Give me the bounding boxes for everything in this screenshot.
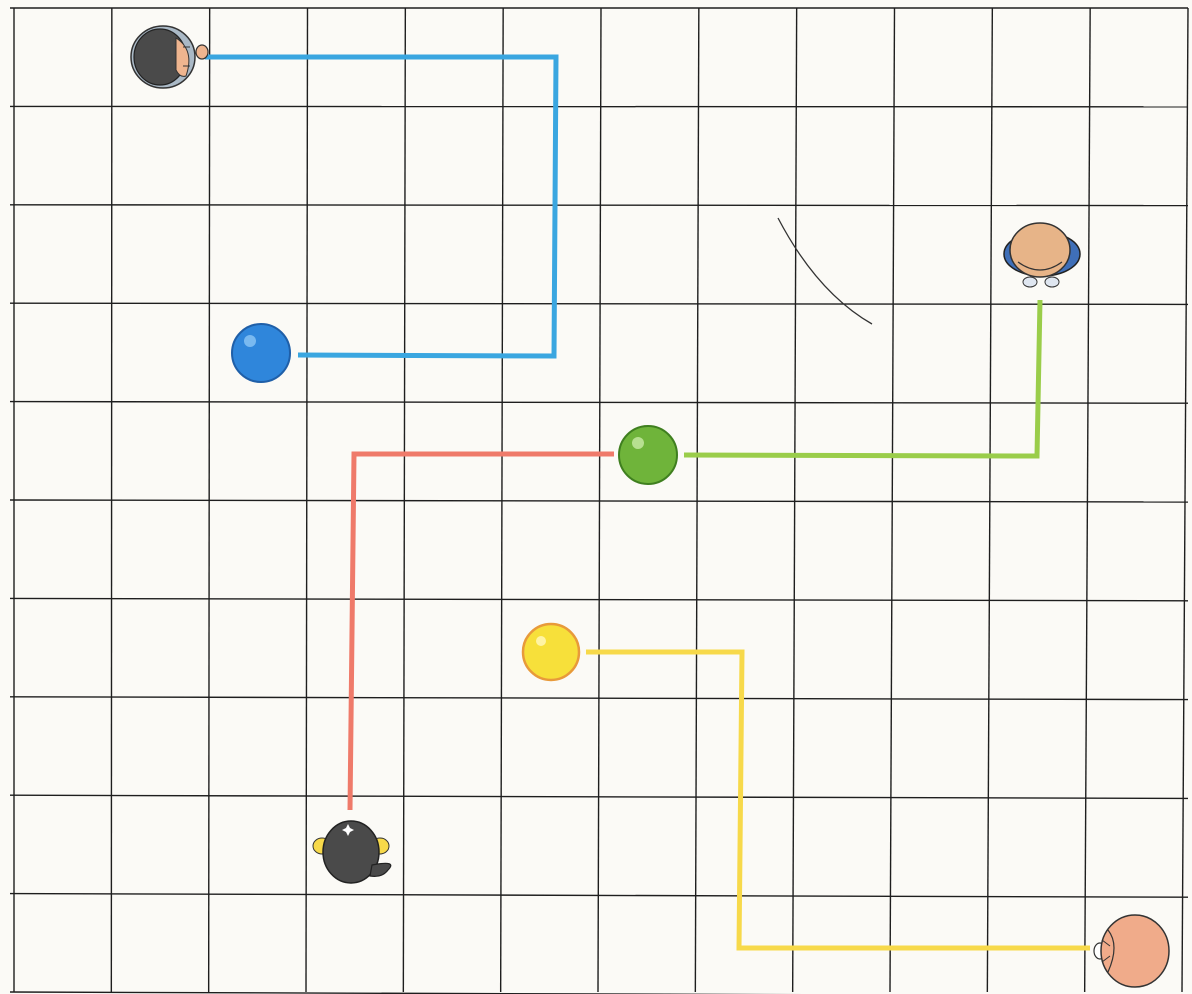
blue-ball[interactable]	[232, 324, 290, 382]
grid-horizontal-line	[10, 205, 1188, 206]
green-ball[interactable]	[619, 426, 677, 484]
yellow-ball[interactable]	[523, 624, 579, 680]
